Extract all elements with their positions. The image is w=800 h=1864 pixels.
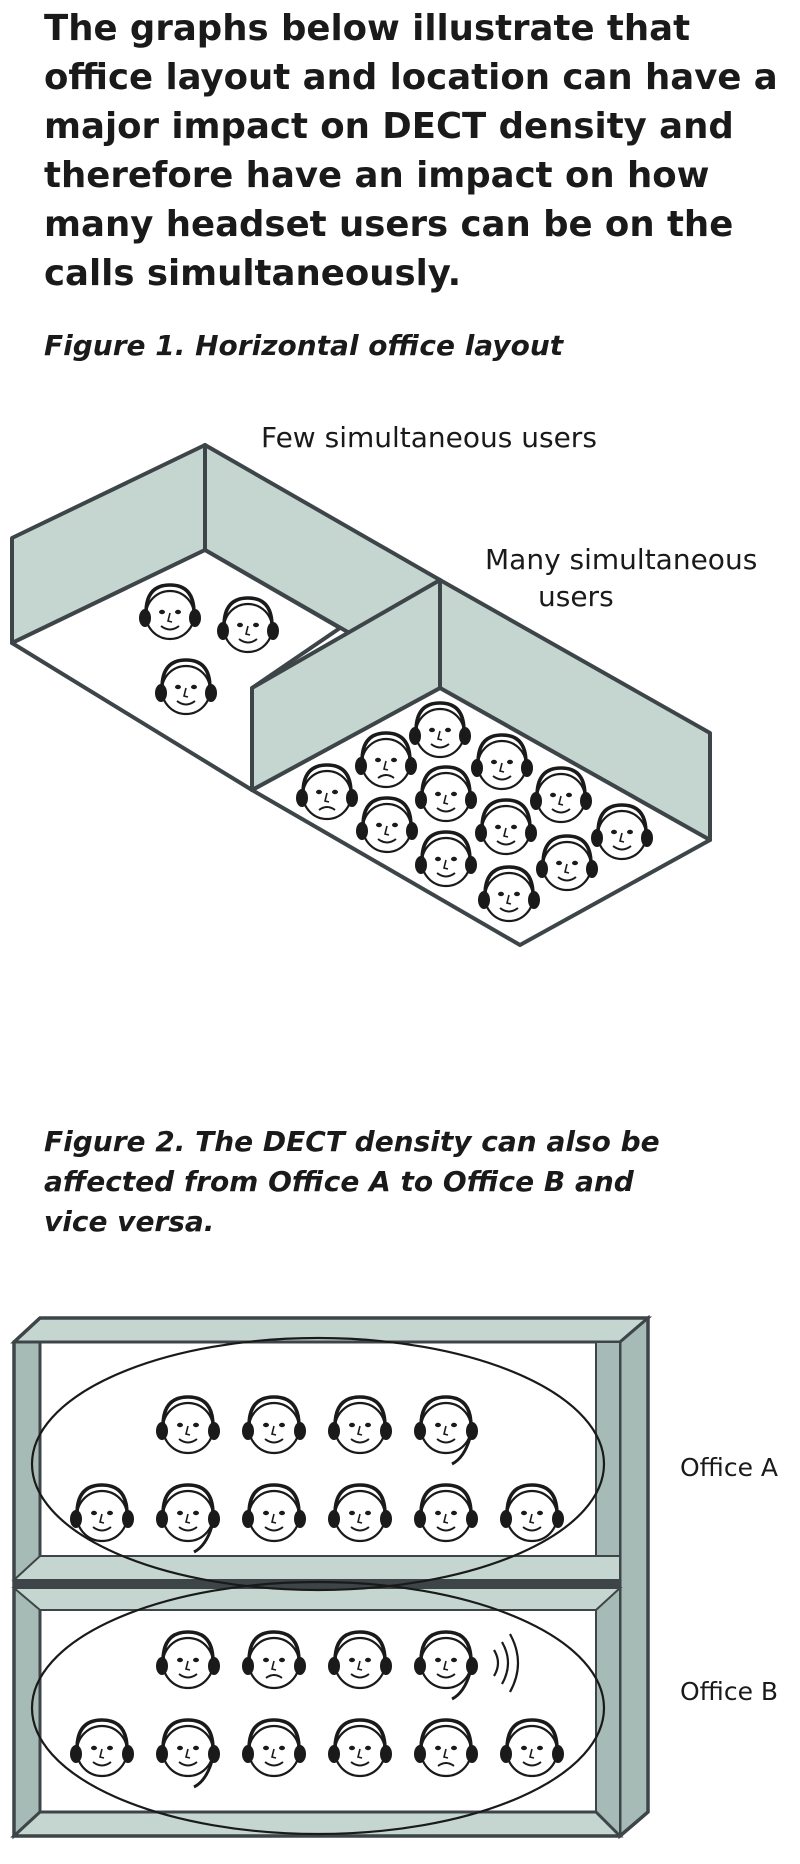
headset-user-icon [156, 1485, 220, 1552]
headset-user-icon [154, 1395, 222, 1455]
headset-user-icon [68, 1718, 136, 1778]
headset-user-icon [412, 1718, 480, 1778]
headset-user-icon [498, 1718, 566, 1778]
headset-user-icon [326, 1483, 394, 1543]
headset-user-icon [154, 1630, 222, 1690]
intro-text: The graphs below illustrate that office … [44, 8, 778, 294]
label-office-a: Office A [680, 1453, 778, 1482]
headset-user-icon [414, 1397, 478, 1464]
coverage-ellipse-office-a [30, 1336, 606, 1592]
headset-user-icon [240, 1718, 308, 1778]
figure-1-caption: Figure 1. Horizontal office layout [44, 329, 564, 362]
headset-user-icon [414, 1632, 478, 1699]
headset-user-icon [412, 1483, 480, 1543]
partition-wall [250, 578, 442, 792]
label-office-b: Office B [680, 1677, 778, 1706]
figure-2-caption: Figure 2. The DECT density can also be a… [44, 1125, 660, 1238]
building-frame [10, 1314, 653, 1840]
headset-user-icon [240, 1395, 308, 1455]
headset-user-icon [326, 1630, 394, 1690]
headset-user-icon [326, 1718, 394, 1778]
signal-waves-icon [493, 1633, 520, 1693]
coverage-ellipse-office-b [30, 1580, 606, 1836]
headset-user-icon [240, 1630, 308, 1690]
headset-user-icon [156, 1720, 220, 1787]
label-few-users: Few simultaneous users [261, 421, 597, 454]
figure-1-diagram: Few simultaneous users Many simultaneous… [10, 421, 757, 947]
label-many-users-line2: users [538, 580, 614, 613]
headset-user-icon [240, 1483, 308, 1543]
headset-user-icon [498, 1483, 566, 1543]
headset-user-icon [326, 1395, 394, 1455]
label-many-users-line1: Many simultaneous [485, 543, 757, 576]
